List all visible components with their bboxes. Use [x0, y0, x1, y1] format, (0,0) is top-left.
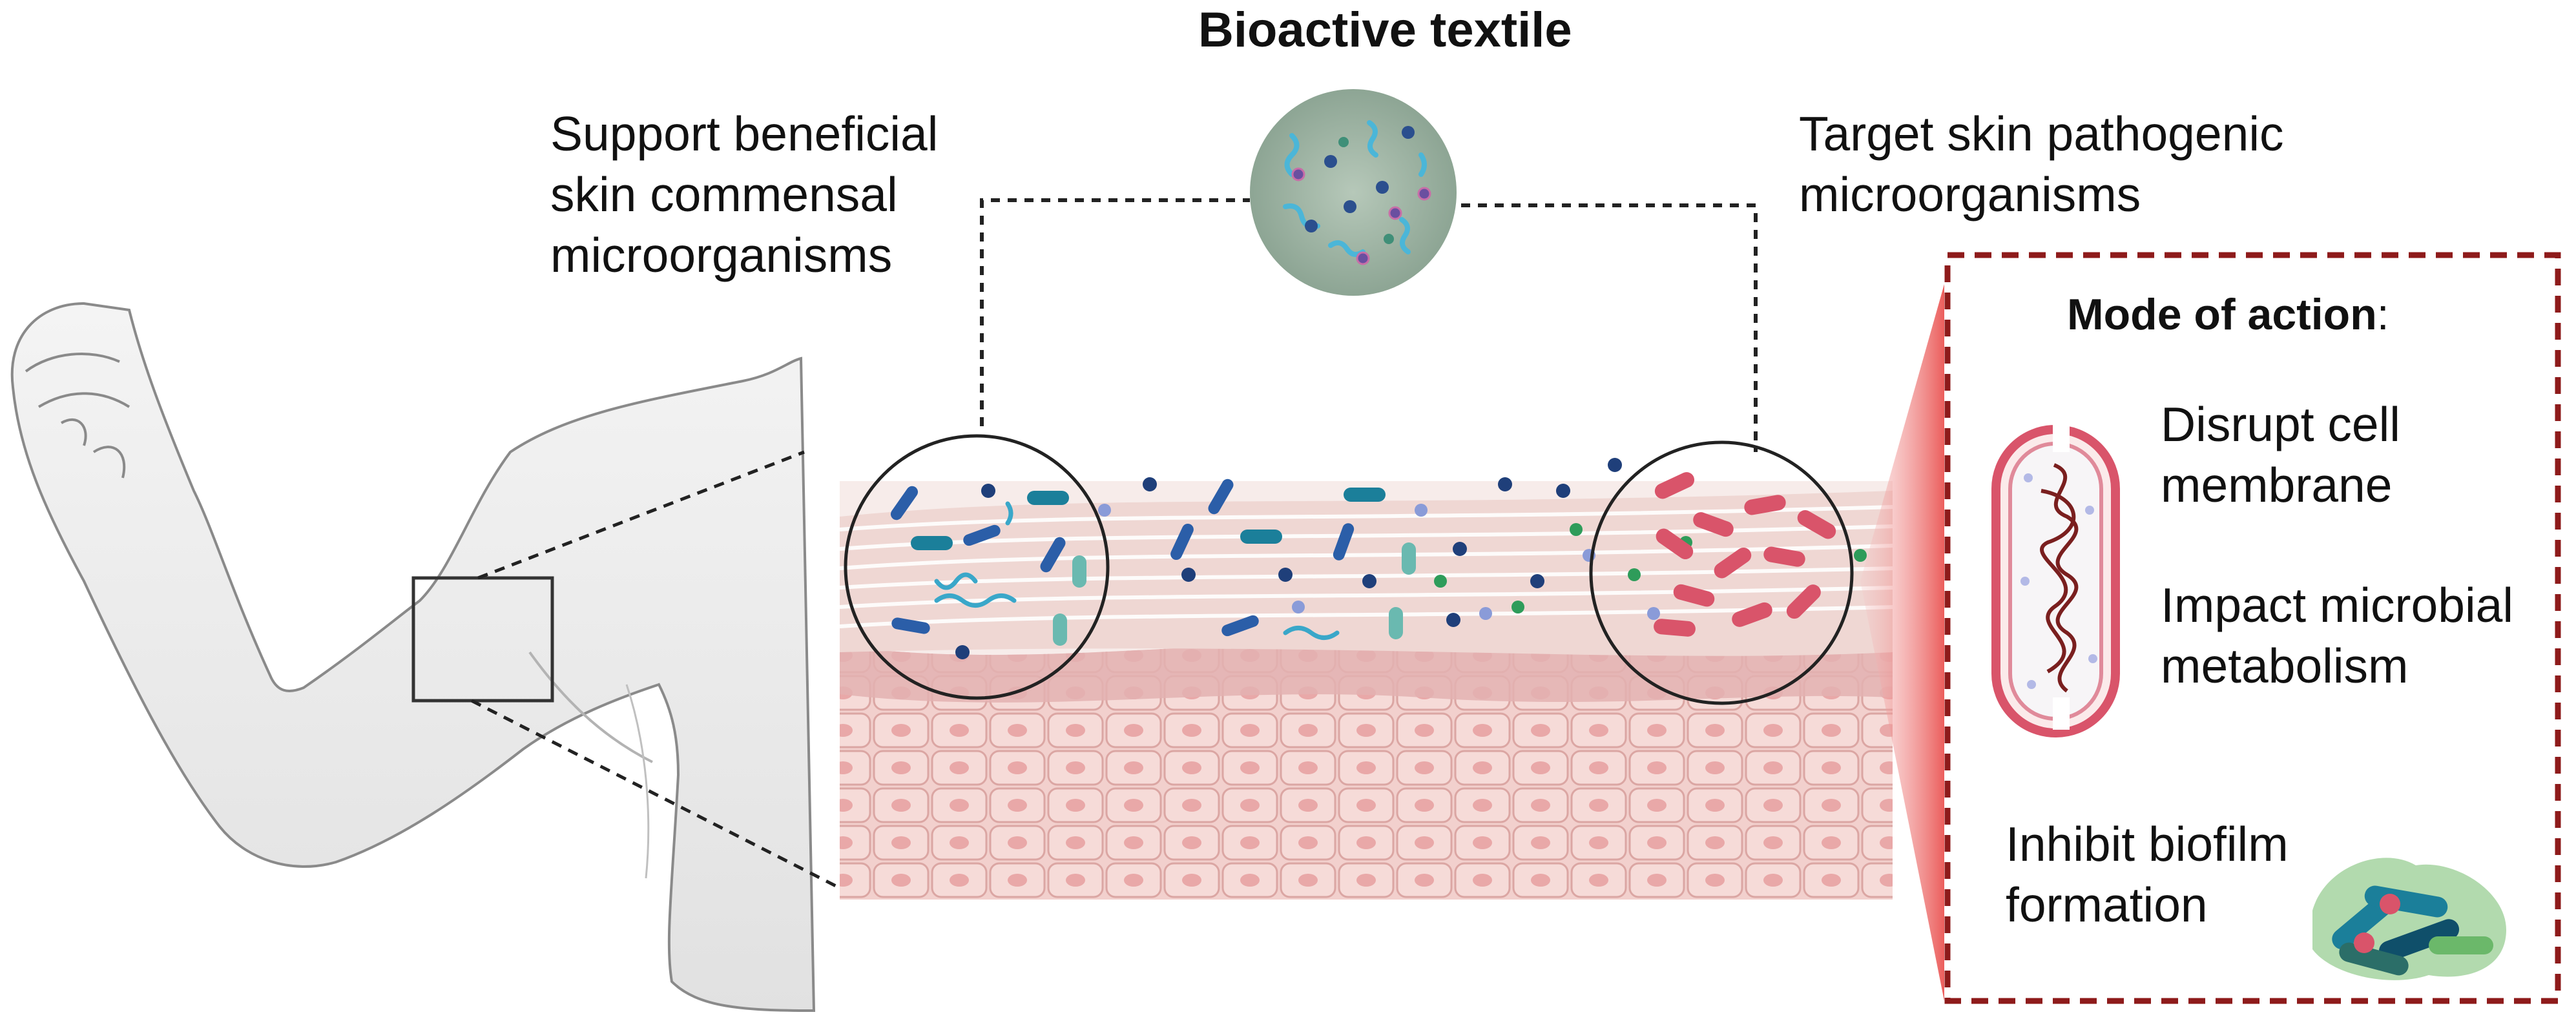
moa-item-metabolism-line-2: metabolism	[2161, 639, 2409, 693]
biofilm-icon	[2312, 858, 2506, 980]
connector-left	[980, 198, 1250, 426]
zoom-line-top	[477, 450, 805, 580]
commensal-label-line-1: Support beneficial	[550, 107, 939, 161]
commensal-microbes	[844, 434, 1867, 700]
heading-colon: :	[2376, 290, 2389, 339]
diagram-title: Bioactive textile	[1198, 3, 1572, 57]
connector-right	[1461, 203, 1758, 452]
moa-item-membrane-line-1: Disrupt cell	[2161, 397, 2400, 451]
pathogen-label-line-1: Target skin pathogenic	[1799, 107, 2284, 161]
pathogen-label-line-2: microorganisms	[1799, 167, 2141, 221]
zoom-box	[411, 576, 554, 703]
bacterium-membrane-icon	[1991, 420, 2120, 737]
commensal-label-line-2: skin commensal	[550, 167, 898, 221]
moa-item-biofilm-line-1: Inhibit biofilm	[2006, 817, 2289, 871]
moa-item-metabolism-line-1: Impact microbial	[2161, 578, 2513, 632]
moa-item-membrane: Disrupt cell membrane	[2161, 394, 2400, 515]
pathogen-label: Target skin pathogenic microorganisms	[1799, 103, 2283, 225]
skin-cross-section-icon	[840, 481, 1893, 900]
mode-of-action-heading: Mode of action:	[2067, 284, 2389, 345]
moa-item-biofilm-line-2: formation	[2006, 878, 2208, 932]
moa-item-membrane-line-2: membrane	[2161, 458, 2393, 512]
textile-disc-icon	[1250, 89, 1457, 296]
commensal-label-line-3: microorganisms	[550, 228, 893, 282]
pathogenic-microbes	[1589, 440, 1854, 705]
commensal-label: Support beneficial skin commensal microo…	[550, 103, 938, 285]
moa-item-biofilm: Inhibit biofilm formation	[2006, 814, 2289, 935]
focus-beam	[1860, 284, 1944, 1001]
moa-item-metabolism: Impact microbial metabolism	[2161, 575, 2513, 696]
mode-of-action-heading-text: Mode of action	[2067, 290, 2377, 339]
zoom-line-bottom	[470, 699, 841, 890]
